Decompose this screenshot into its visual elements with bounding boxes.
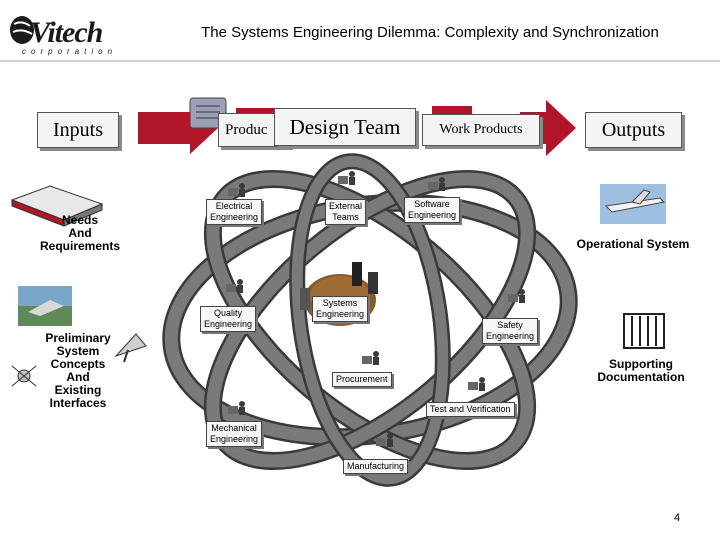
team-procurement: Procurement [332, 372, 392, 387]
workstation-icon [338, 171, 355, 185]
logo-subtitle: corporation [22, 47, 118, 56]
team-manufacturing: Manufacturing [343, 459, 409, 474]
operational-system-label: Operational System [576, 237, 690, 251]
satellite-icon [11, 365, 37, 387]
workstation-icon [376, 433, 393, 447]
workstation-icon [226, 279, 243, 293]
atom-orbits [162, 153, 578, 487]
workstation-icon [228, 183, 245, 197]
vitech-logo: Vitech corporation [8, 14, 118, 56]
inputs-box: Inputs [37, 112, 119, 148]
work-band [432, 106, 472, 116]
airplane-icon [600, 184, 666, 224]
workstation-icon [428, 177, 445, 191]
workstations [226, 171, 525, 447]
logo-globe-icon [10, 16, 34, 44]
work-products-box: Work Products [422, 114, 540, 146]
requirements-book-icon [10, 185, 104, 227]
workstation-icon [362, 351, 379, 365]
title-divider [0, 60, 720, 62]
design-team-box: Design Team [274, 108, 416, 146]
radar-dish-icon [114, 333, 147, 363]
workstation-icon [228, 401, 245, 415]
workstation-icon [508, 289, 525, 303]
documentation-binders-icon [623, 313, 665, 349]
workstation-icon [468, 377, 485, 391]
team-test-verification: Test and Verification [426, 402, 515, 417]
page-title: The Systems Engineering Dilemma: Complex… [201, 24, 659, 41]
outputs-box: Outputs [585, 112, 682, 148]
concepts-photo-icon [18, 286, 72, 326]
logo-wordmark: Vitech [30, 16, 103, 49]
page-number: 4 [674, 512, 681, 524]
